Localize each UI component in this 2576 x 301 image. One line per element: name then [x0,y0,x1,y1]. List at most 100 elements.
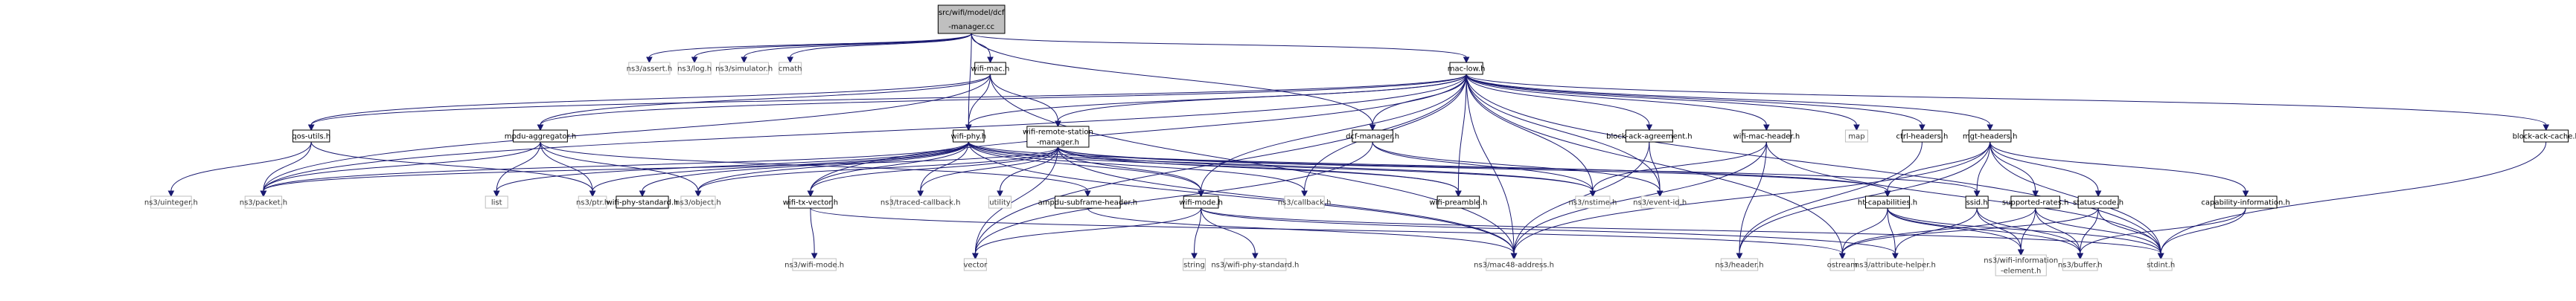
node-nstime: ns3/nstime.h [1568,195,1617,209]
edge-wrsm-to-object [694,146,1058,198]
node-cmath: cmath [779,62,802,75]
edge-qosutils-to-ptr [310,141,596,198]
node-suprates[interactable]: supported-rates.h [2002,195,2069,209]
edge-wifiphy-to-ptr [589,141,969,198]
node-label-root: src/wifi/model/dcf [939,9,1005,17]
node-label-cmath: cmath [779,65,802,74]
edge-wmachdr-to-nstime [1589,141,1767,198]
edge-wifimac-to-wrsm [990,74,1061,128]
node-qosutils[interactable]: qos-utils.h [292,129,330,143]
edge-suprates-to-ostream [1838,207,2036,260]
node-label-dcfmgr: dcf-manager.h [1346,133,1399,141]
edge-maclow-to-mgt [1466,74,1993,132]
node-label-wps: wifi-phy-standard.h [607,199,679,207]
node-wps[interactable]: wifi-phy-standard.h [607,195,679,209]
edge-root-to-log [691,33,972,64]
node-wmode[interactable]: wifi-mode.h [1179,195,1223,209]
node-label-wifiphy: wifi-phy.h [951,133,987,141]
node-baagr[interactable]: block-ack-agreement.h [1606,129,1693,143]
node-ostream: ostream [1827,258,1858,271]
node-maclow[interactable]: mac-low.h [1448,62,1486,75]
edge-maclow-to-map [1466,74,1860,132]
node-label-mgt: mgt-headers.h [1963,133,2018,141]
node-wifiphy[interactable]: wifi-phy.h [951,129,987,143]
node-mgt[interactable]: mgt-headers.h [1963,129,2018,143]
node-wifimac[interactable]: wifi-mac.h [971,62,1010,75]
node-label-bacache: block-ack-cache.h [2513,133,2576,141]
edge-wmode-to-ns3wps [1201,207,1259,260]
edge-root-to-maclow [971,33,1470,64]
node-htcap[interactable]: ht-capabilities.h [1858,195,1917,209]
node-label-vector: vector [964,262,988,270]
edge-wifiphy-to-wps [639,141,969,198]
node-label-ptr: ns3/ptr.h [576,199,609,207]
node-label-infoel: -element.h [2001,268,2041,276]
edge-mgt-to-ssid [1973,141,1991,198]
node-label-maclow: mac-low.h [1448,65,1486,74]
node-uinteger: ns3/uinteger.h [144,195,198,209]
node-label-wrsm: wifi-remote-station [1023,129,1093,137]
edge-wtxv-to-ostream [810,207,1846,260]
node-wtxv[interactable]: wifi-tx-vector.h [783,195,838,209]
node-mac48: ns3/mac48-address.h [1474,258,1554,271]
node-log: ns3/log.h [677,62,712,75]
edge-wifiphy-to-list [493,141,969,198]
node-capinfo[interactable]: capability-information.h [2202,195,2290,209]
node-object: ns3/object.h [675,195,721,209]
node-wmachdr[interactable]: wifi-mac-header.h [1733,129,1800,143]
edge-wifiphy-to-htcap [968,141,1891,198]
edge-suprates-to-buffer [2035,207,2084,260]
node-ns3wmode: ns3/wifi-mode.h [784,258,844,271]
edge-suprates-to-infoel [2017,207,2036,256]
node-ssid[interactable]: ssid.h [1965,195,1989,209]
node-label-capinfo: capability-information.h [2202,199,2290,207]
edge-wrsm-to-wtxv [807,146,1058,198]
node-label-root: -manager.cc [948,23,994,31]
node-eventid: ns3/event-id.h [1633,195,1687,209]
node-label-baagr: block-ack-agreement.h [1606,133,1693,141]
node-simulator: ns3/simulator.h [715,62,773,75]
node-wrsm[interactable]: wifi-remote-station -manager.h [1023,126,1093,148]
node-mpdu[interactable]: mpdu-aggregator.h [505,129,576,143]
edge-maclow-to-wrsm [1055,74,1467,128]
node-amhdr[interactable]: ampdu-subframe-header.h [1038,195,1138,209]
node-label-ssid: ssid.h [1966,199,1988,207]
node-callback: ns3/callback.h [1278,195,1332,209]
node-label-packet: ns3/packet.h [240,199,287,207]
edge-wmode-to-vector [972,207,1202,260]
edge-capinfo-to-stdint [2157,207,2246,260]
node-status[interactable]: status-code.h [2073,195,2123,209]
edge-wifiphy-to-callback [968,141,1308,198]
edge-maclow-to-wmachdr [1466,74,1770,132]
node-bacache[interactable]: block-ack-cache.h [2513,129,2576,143]
node-label-callback: ns3/callback.h [1278,199,1332,207]
node-label-string: string [1183,262,1205,270]
edge-wmode-to-string [1191,207,1202,260]
edge-wrsm-to-ssid [1057,146,1981,198]
node-label-log: ns3/log.h [677,65,712,74]
node-label-wrsm: -manager.h [1037,139,1079,147]
graph-edges [167,33,2550,260]
node-dcfmgr[interactable]: dcf-manager.h [1346,129,1399,143]
node-label-ns3wmode: ns3/wifi-mode.h [784,262,844,270]
node-header: ns3/header.h [1715,258,1764,271]
node-label-wtxv: wifi-tx-vector.h [783,199,838,207]
edge-maclow-to-qosutils [307,74,1467,132]
edge-wrsm-to-utility [997,146,1058,198]
edge-maclow-to-packet [260,74,1467,198]
node-map: map [1844,129,1868,143]
node-label-wifimac: wifi-mac.h [971,65,1010,74]
node-ctrl[interactable]: ctrl-headers.h [1896,129,1949,143]
edge-mgt-to-capinfo [1989,141,2249,198]
node-label-map: map [1848,133,1864,141]
edge-maclow-to-preamble [1455,74,1467,198]
edge-htcap-to-buffer [1887,207,2084,260]
node-label-eventid: ns3/event-id.h [1633,199,1687,207]
node-label-htcap: ht-capabilities.h [1858,199,1917,207]
edge-status-to-ostream [1838,207,2099,260]
edge-qosutils-to-packet [260,141,312,198]
node-label-assert: ns3/assert.h [627,65,673,74]
node-label-nstime: ns3/nstime.h [1568,199,1617,207]
node-preamble[interactable]: wifi-preamble.h [1429,195,1487,209]
node-label-ctrl: ctrl-headers.h [1896,133,1949,141]
